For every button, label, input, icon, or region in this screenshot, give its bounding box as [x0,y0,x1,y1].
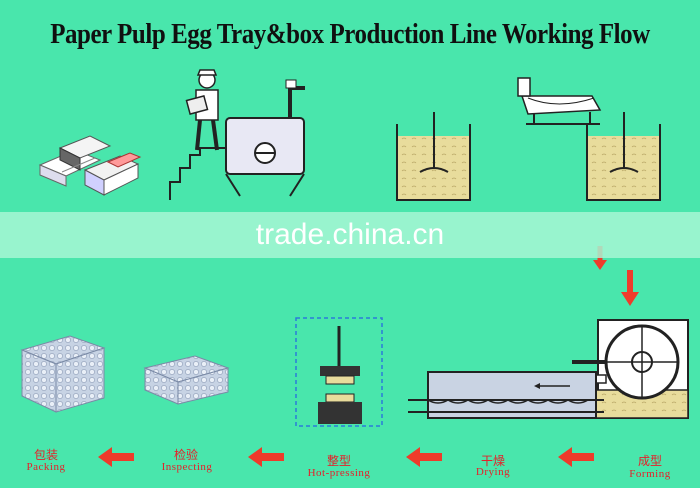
step-hot-pressing-cn: 整型 [326,454,351,468]
hot-press-icon [295,317,383,427]
step-packing-cn: 包装 [33,448,58,462]
step-packing-en: Packing [26,461,66,473]
forming-machine-icon [565,319,689,419]
arrow-left-icon [98,447,594,467]
step-inspecting-cn: 检验 [173,448,198,462]
page-title: Paper Pulp Egg Tray&box Production Line … [50,18,650,50]
step-hot-pressing-en: Hot-pressing [307,467,371,479]
step-forming-cn: 成型 [637,454,662,468]
waste-paper-icon [38,135,142,196]
mixing-tank-2-icon [586,112,661,201]
step-drying-cn: 干燥 [480,454,505,468]
egg-trays-inspecting-icon [143,355,230,405]
watermark: trade.china.cn [255,218,445,251]
drying-line-icon [408,371,604,419]
step-forming-en: Forming [629,468,671,480]
watermark-band [0,212,700,258]
egg-trays-packing-icon [20,335,106,413]
step-inspecting-en: Inspecting [161,461,213,473]
mixing-tank-1-icon [396,112,471,201]
step-drying-en: Drying [475,466,511,478]
pulper-icon [169,69,305,200]
beater-machine-icon [517,77,602,125]
